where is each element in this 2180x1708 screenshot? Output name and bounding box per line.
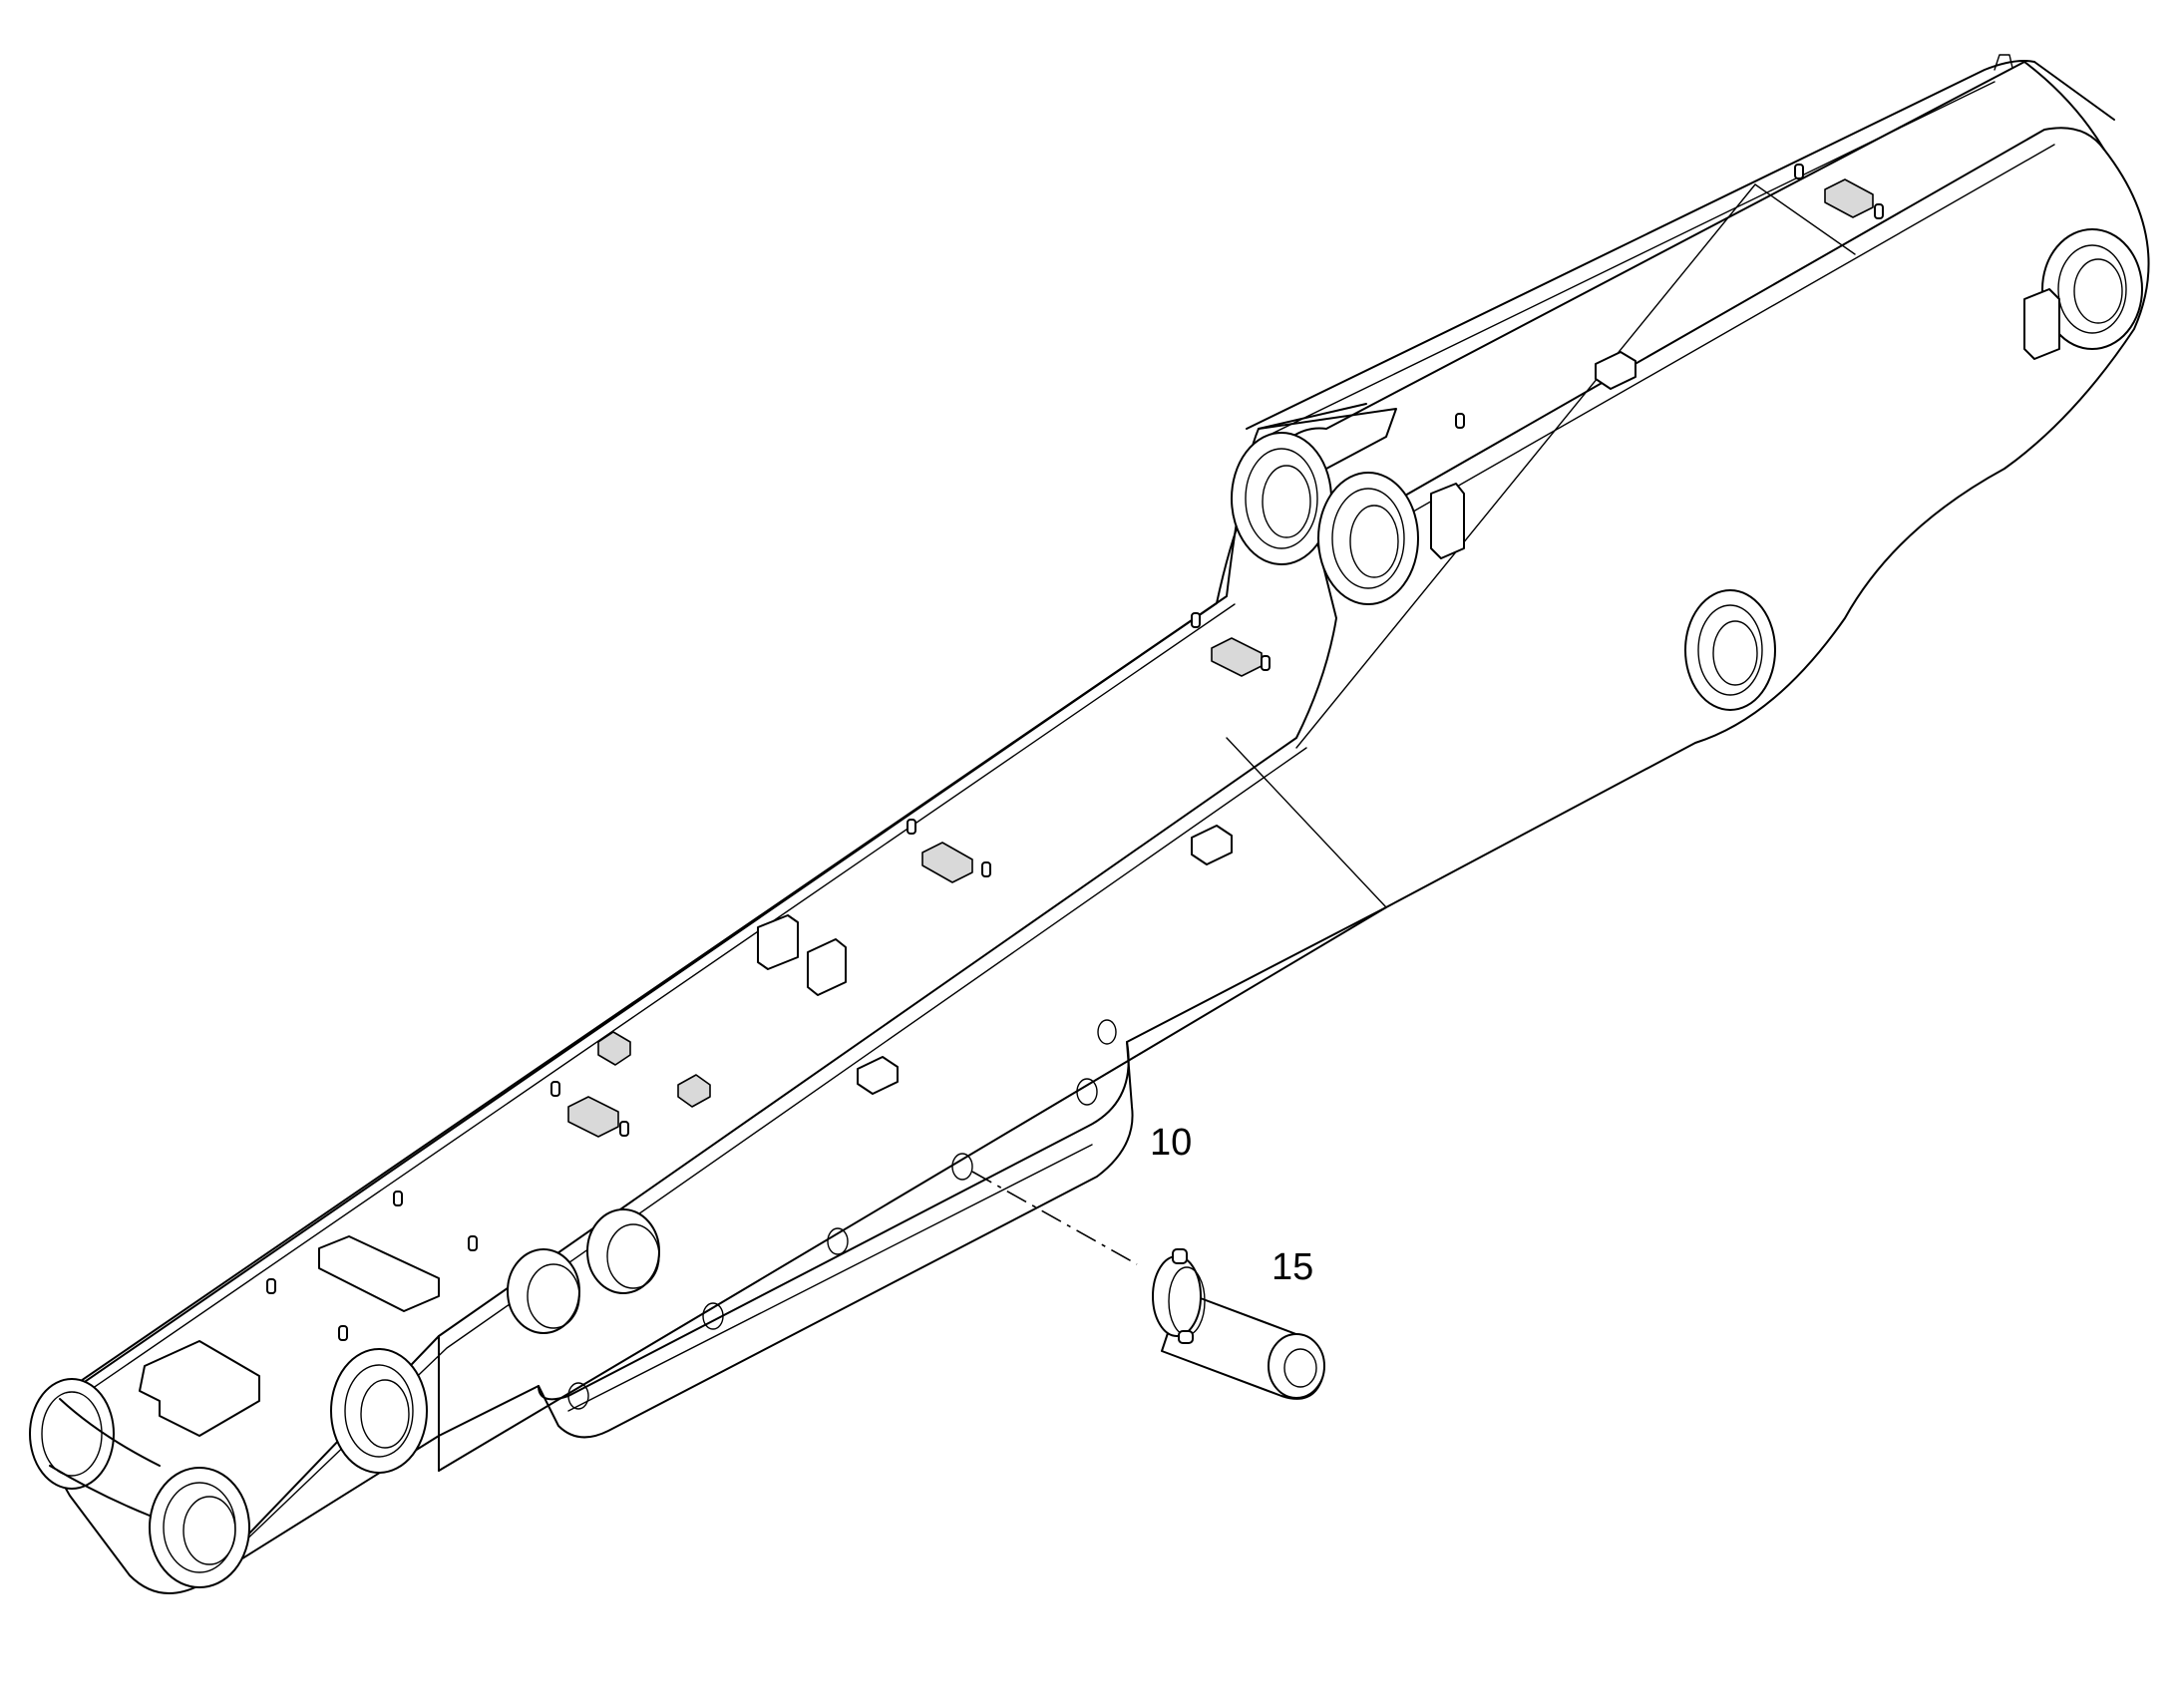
- stop-boss-1: [507, 1248, 580, 1334]
- block-1: [757, 914, 799, 970]
- side-boss-left: [330, 1348, 428, 1474]
- callout-label-15: 15: [1272, 1246, 1314, 1288]
- pad-1: [567, 1096, 619, 1138]
- end-bracket: [139, 1340, 260, 1437]
- block-4: [857, 1056, 899, 1095]
- block-2: [807, 938, 847, 996]
- pin-part: [971, 1171, 1325, 1400]
- pin-head-flange: [1152, 1255, 1202, 1337]
- boom-body: [51, 60, 2150, 1594]
- pad-2: [597, 1031, 631, 1066]
- callout-label-10: 10: [1150, 1122, 1193, 1164]
- pad-3: [677, 1074, 711, 1108]
- upper-pivot-boss-1: [1231, 432, 1332, 565]
- hose-clamp-1: [1430, 483, 1465, 559]
- left-pin-boss: [149, 1467, 250, 1588]
- mount-plate-left: [318, 1235, 440, 1312]
- center-side-boss: [1684, 589, 1776, 711]
- pad-4: [921, 842, 973, 883]
- stop-boss-2: [586, 1208, 660, 1294]
- block-3: [1191, 825, 1233, 865]
- top-fittings: [139, 54, 2060, 1437]
- pin-lock-tab: [1172, 1248, 1188, 1264]
- pad-6: [1824, 178, 1874, 218]
- upper-pivot-boss-2: [1317, 472, 1419, 605]
- pivot-bosses: [29, 228, 2143, 1588]
- block-5: [1595, 351, 1636, 390]
- explode-centerline: [971, 1171, 1138, 1265]
- left-fork-boss: [29, 1378, 115, 1490]
- hose-clamp-2: [2023, 288, 2060, 360]
